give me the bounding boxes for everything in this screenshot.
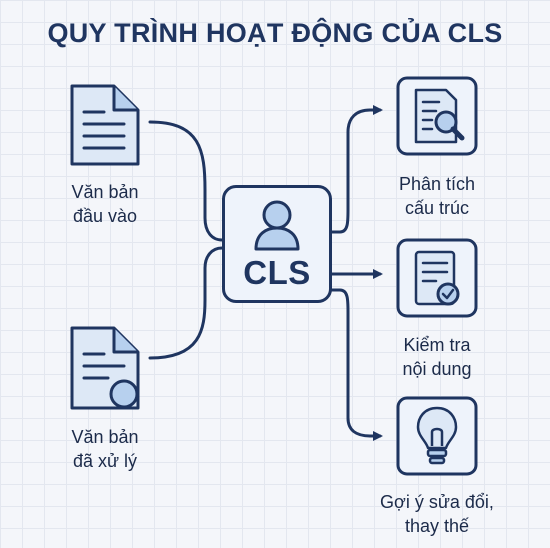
output-box-suggest bbox=[396, 396, 478, 481]
document-search-icon bbox=[414, 88, 465, 144]
output-box-check bbox=[396, 238, 478, 323]
cls-label: CLS bbox=[243, 254, 311, 291]
connector-output-3 bbox=[330, 288, 383, 441]
connector-input-1 bbox=[148, 120, 224, 242]
page-title: QUY TRÌNH HOẠT ĐỘNG CỦA CLS bbox=[47, 18, 503, 48]
cls-node: CLS bbox=[222, 185, 332, 303]
document-seal-icon bbox=[68, 324, 142, 419]
connector-input-2 bbox=[148, 246, 224, 360]
lightbulb-icon bbox=[416, 406, 458, 465]
output-label-suggest: Gợi ý sửa đổi,thay thế bbox=[380, 492, 494, 536]
document-check-icon bbox=[414, 250, 460, 306]
connector-output-1 bbox=[330, 105, 383, 234]
user-icon bbox=[254, 200, 300, 251]
document-icon bbox=[68, 82, 142, 173]
output-box-analysis bbox=[396, 76, 478, 161]
